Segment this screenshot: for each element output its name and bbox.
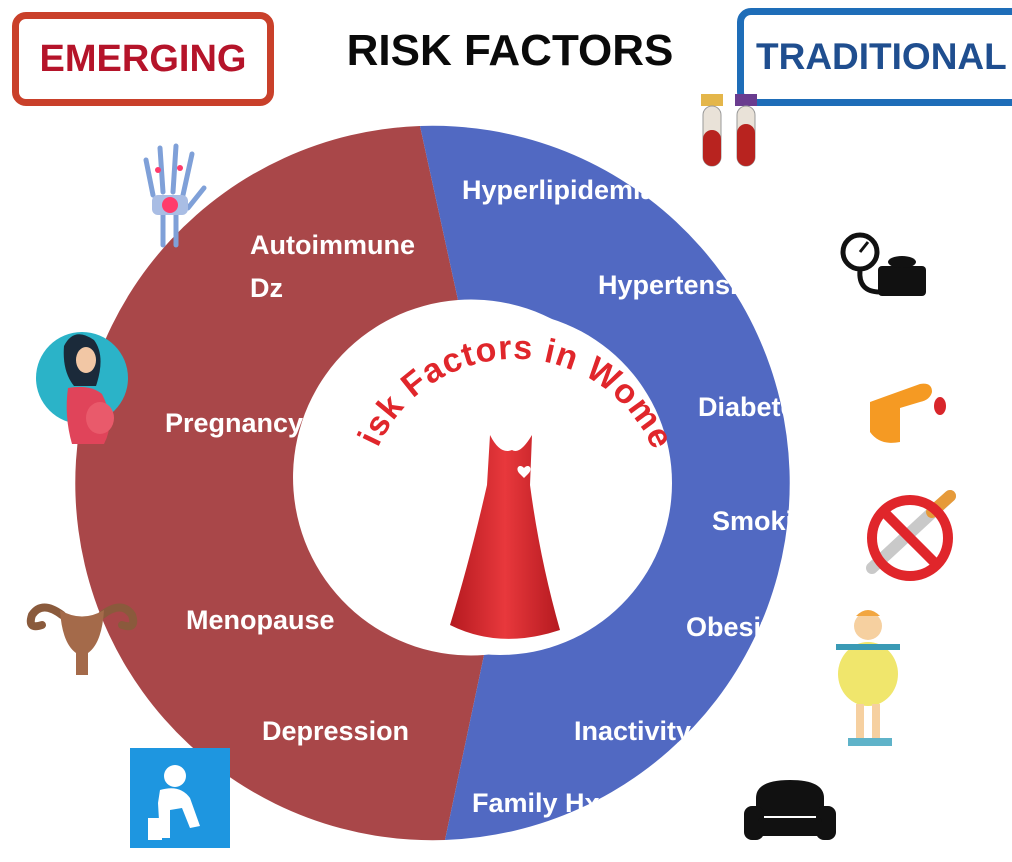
emerging-label-box: EMERGING — [12, 12, 274, 106]
factor-obesity: Obesity — [686, 612, 785, 642]
no-smoking-icon — [866, 490, 956, 581]
scale-person-icon — [836, 610, 900, 746]
hand-joints-icon — [143, 143, 207, 248]
factor-autoimmune-line1: Autoimmune — [250, 230, 415, 260]
factor-family-hx: Family Hx — [472, 788, 600, 818]
emerging-segment — [75, 126, 484, 841]
red-dress-icon — [450, 435, 560, 639]
finger-prick-icon — [870, 383, 946, 443]
factor-hyperlipidemia: Hyperlipidemia — [462, 175, 657, 205]
factor-hypertension: Hypertension — [598, 270, 771, 300]
blood-pressure-cuff-icon — [840, 232, 926, 296]
factor-smoking: Smoking — [712, 506, 826, 536]
factor-pregnancy: Pregnancy — [165, 408, 303, 438]
pregnant-woman-icon — [36, 332, 128, 444]
factor-autoimmune-line2: Dz — [250, 273, 283, 303]
factor-depression: Depression — [262, 716, 409, 746]
blood-tubes-icon — [701, 94, 757, 167]
traditional-label-box: TRADITIONAL — [737, 8, 1012, 106]
page-title: RISK FACTORS — [346, 26, 674, 75]
emerging-label: EMERGING — [39, 37, 247, 80]
factor-diabetes: Diabetes — [698, 392, 811, 422]
traditional-segment — [420, 125, 790, 840]
factor-menopause: Menopause — [186, 605, 335, 635]
depressed-person-icon — [130, 748, 230, 848]
factor-inactivity: Inactivity — [574, 716, 691, 746]
traditional-label: TRADITIONAL — [756, 36, 1007, 77]
couch-icon — [744, 780, 836, 840]
uterus-icon — [26, 603, 138, 675]
